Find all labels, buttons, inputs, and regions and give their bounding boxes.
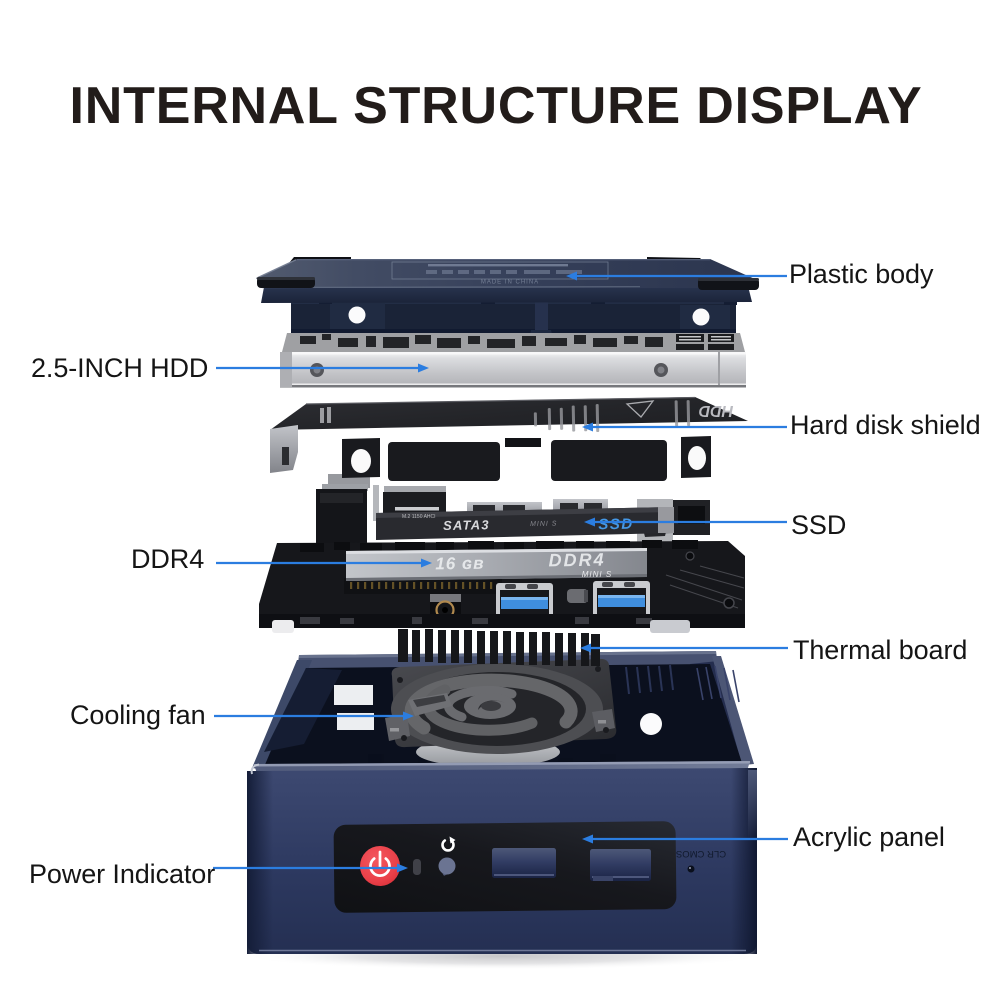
svg-text:MADE IN CHINA: MADE IN CHINA xyxy=(481,280,539,286)
svg-text:MINI S: MINI S xyxy=(582,570,612,579)
svg-text:MINI S: MINI S xyxy=(530,521,558,528)
svg-text:SATA3: SATA3 xyxy=(443,517,490,533)
svg-text:SSD: SSD xyxy=(598,516,634,534)
svg-text:HDD: HDD xyxy=(698,402,733,419)
svg-text:CLR CMOS: CLR CMOS xyxy=(676,848,726,859)
svg-text:DDR4: DDR4 xyxy=(548,550,605,571)
svg-text:M.2 1150 AHCI: M.2 1150 AHCI xyxy=(402,514,436,520)
svg-text:16 ɢʙ: 16 ɢʙ xyxy=(435,554,485,574)
